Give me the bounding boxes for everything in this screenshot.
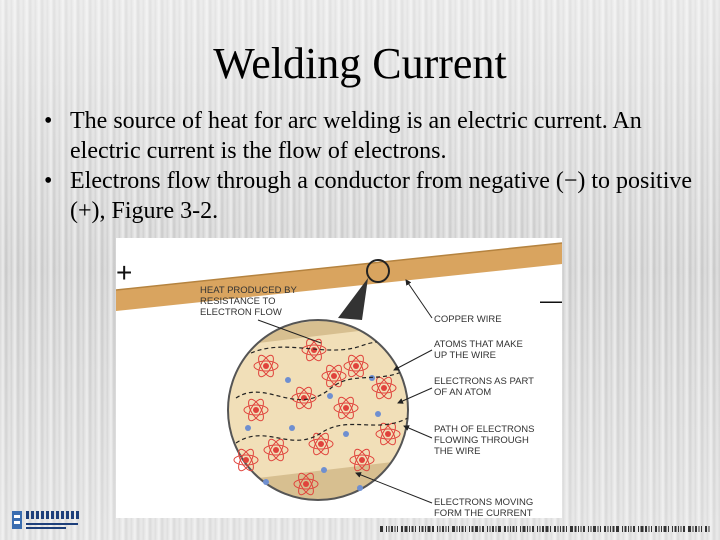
slide-title: Welding Current [0,38,720,89]
copper-wire-figure: + — HEAT PRODUCED BY RESISTANCE TO ELECT… [116,238,562,518]
label-copper: COPPER WIRE [434,314,502,325]
bullet-marker: • [44,106,52,136]
figure-svg: + — HEAT PRODUCED BY RESISTANCE TO ELECT… [116,238,562,518]
leader-copper [406,280,432,318]
electron-dot [343,431,349,437]
electron-dot [245,425,251,431]
electron-dot [285,377,291,383]
electron-dot [321,467,327,473]
bullet-marker: • [44,166,52,196]
leader-moving [356,473,432,503]
electron-dot [357,485,363,491]
electron-dot [289,425,295,431]
bullet-text: The source of heat for arc welding is an… [70,108,642,164]
publisher-logo-icon [10,505,85,535]
label-path: PATH OF ELECTRONS FLOWING THROUGH THE WI… [434,424,537,457]
label-atoms: ATOMS THAT MAKE UP THE WIRE [434,339,526,361]
label-electrons-part: ELECTRONS AS PART OF AN ATOM [434,376,536,398]
footer-barcode-icon [380,526,710,532]
leader-atoms [394,350,432,370]
plus-sign: + [116,257,132,288]
bullet-list: • The source of heat for arc welding is … [44,106,694,226]
bullet-item: • Electrons flow through a conductor fro… [44,166,694,226]
bullet-item: • The source of heat for arc welding is … [44,106,694,166]
electron-dot [327,393,333,399]
electron-dot [375,411,381,417]
label-moving: ELECTRONS MOVING FORM THE CURRENT [434,497,536,518]
label-heat: HEAT PRODUCED BY RESISTANCE TO ELECTRON … [200,285,299,318]
electron-dot [263,479,269,485]
minus-sign: — [540,288,562,313]
leader-path [404,426,432,438]
bullet-text: Electrons flow through a conductor from … [70,168,692,224]
copper-wire-bar [116,243,562,311]
